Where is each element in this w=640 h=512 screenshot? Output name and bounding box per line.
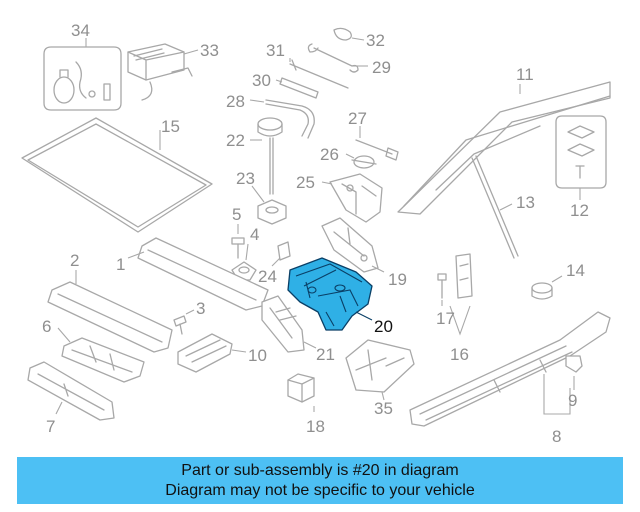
part-3-screw: 3 [173,299,205,335]
part-10-bracket: 10 [177,333,267,373]
callout-31: 31 [266,41,285,60]
part-33-module: 33 [127,41,219,101]
callout-17: 17 [436,309,455,328]
part-27-bolt: 27 [348,109,399,161]
part-2-panel: 2 [47,251,173,353]
callout-4: 4 [250,225,259,244]
banner-line-part-info: Part or sub-assembly is #20 in diagram [181,462,459,479]
part-5-screw: 5 [231,205,245,259]
part-9-clip: 9 [565,355,583,410]
part-15-floor-panel: 15 [21,117,213,233]
banner-line-disclaimer: Diagram may not be specific to your vehi… [165,482,475,499]
part-25-bracket: 25 [296,173,383,223]
part-14-bump-stop: 14 [531,261,585,300]
callout-11: 11 [516,65,534,84]
callout-15: 15 [161,117,180,136]
callout-14: 14 [566,261,585,280]
callout-7: 7 [46,417,55,436]
part-13-strut: 13 [471,155,535,259]
callout-18: 18 [306,417,325,436]
callout-16: 16 [450,345,469,364]
callout-33: 33 [200,41,219,60]
callout-30: 30 [252,71,271,90]
callout-3: 3 [196,299,205,318]
part-23-nut: 23 [236,169,287,225]
callout-2: 2 [70,251,79,270]
callout-1: 1 [116,255,125,274]
callout-28: 28 [226,92,245,111]
callout-25: 25 [296,173,315,192]
callout-8: 8 [552,427,561,446]
callout-23: 23 [236,169,255,188]
part-21-frame: 21 [261,295,335,364]
callout-27: 27 [348,109,367,128]
callout-13: 13 [516,193,535,212]
callout-34: 34 [71,21,90,40]
part-8-bumper: 8 [409,311,611,446]
part-18-block: 18 [287,373,325,436]
part-24-clip: 24 [258,241,291,286]
callout-9: 9 [568,391,577,410]
part-35-bracket: 35 [345,339,415,418]
callout-5: 5 [232,205,241,224]
part-4-grommet: 4 [231,225,259,281]
callout-6: 6 [42,317,51,336]
info-banner: Part or sub-assembly is #20 in diagram D… [17,457,623,504]
callout-32: 32 [366,31,385,50]
callout-19: 19 [388,270,407,289]
part-22-jack: 22 [226,117,283,195]
part-11-trunk-lid: 11 [397,65,611,215]
exploded-parts-diagram: 34 33 15 31 29 32 30 28 [21,21,611,446]
part-12-inset: 12 [555,115,607,220]
part-26-fitting: 26 [320,145,377,169]
callout-21: 21 [316,345,335,364]
part-6-trim: 6 [42,317,145,383]
part-19-bracket: 19 [321,217,407,289]
part-34-kit: 34 [43,21,122,111]
callout-20[interactable]: 20 [374,317,393,336]
callout-26: 26 [320,145,339,164]
tool-parts: 31 29 32 30 28 [226,27,391,139]
part-16-17-latch: 17 16 [436,253,473,364]
callout-35: 35 [374,399,393,418]
callout-12: 12 [570,201,589,220]
part-7-trim: 7 [27,361,115,436]
callout-24: 24 [258,267,277,286]
callout-29: 29 [372,58,391,77]
callout-22: 22 [226,131,245,150]
callout-10: 10 [248,346,267,365]
part-20-highlighted[interactable]: 20 [287,257,393,336]
